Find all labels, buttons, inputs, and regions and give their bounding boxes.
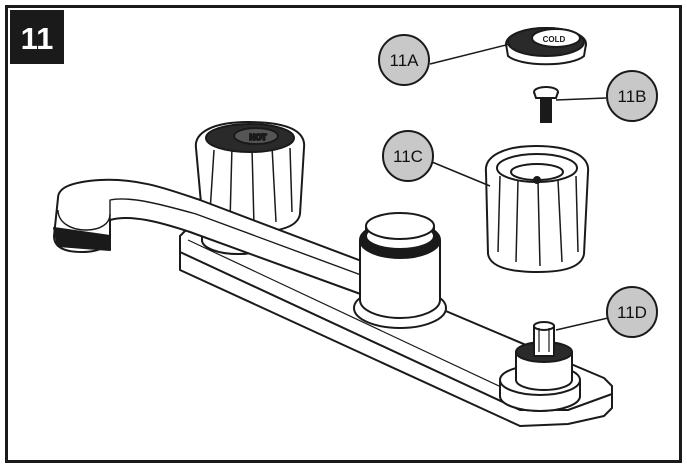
callout-11c-label: 11C: [393, 147, 423, 166]
cold-cap: COLD: [505, 27, 587, 66]
step-badge: 11: [10, 10, 64, 64]
hot-handle: HOT: [194, 121, 306, 233]
callout-11b: 11B: [606, 70, 658, 122]
callout-11c: 11C: [382, 130, 434, 182]
callout-11a: 11A: [378, 34, 430, 86]
callout-11d-label: 11D: [617, 303, 647, 322]
valve-stem: [515, 321, 573, 391]
screw: [533, 86, 559, 123]
cold-handle: [484, 145, 590, 273]
cold-cap-label: COLD: [543, 35, 566, 44]
callout-11d: 11D: [606, 286, 658, 338]
callout-11b-label: 11B: [618, 87, 647, 106]
leader-lines: [429, 43, 609, 331]
callout-11a-label: 11A: [390, 51, 420, 70]
spout-body: [353, 212, 447, 329]
step-number: 11: [21, 21, 54, 56]
hot-cap-label: HOT: [250, 133, 267, 142]
